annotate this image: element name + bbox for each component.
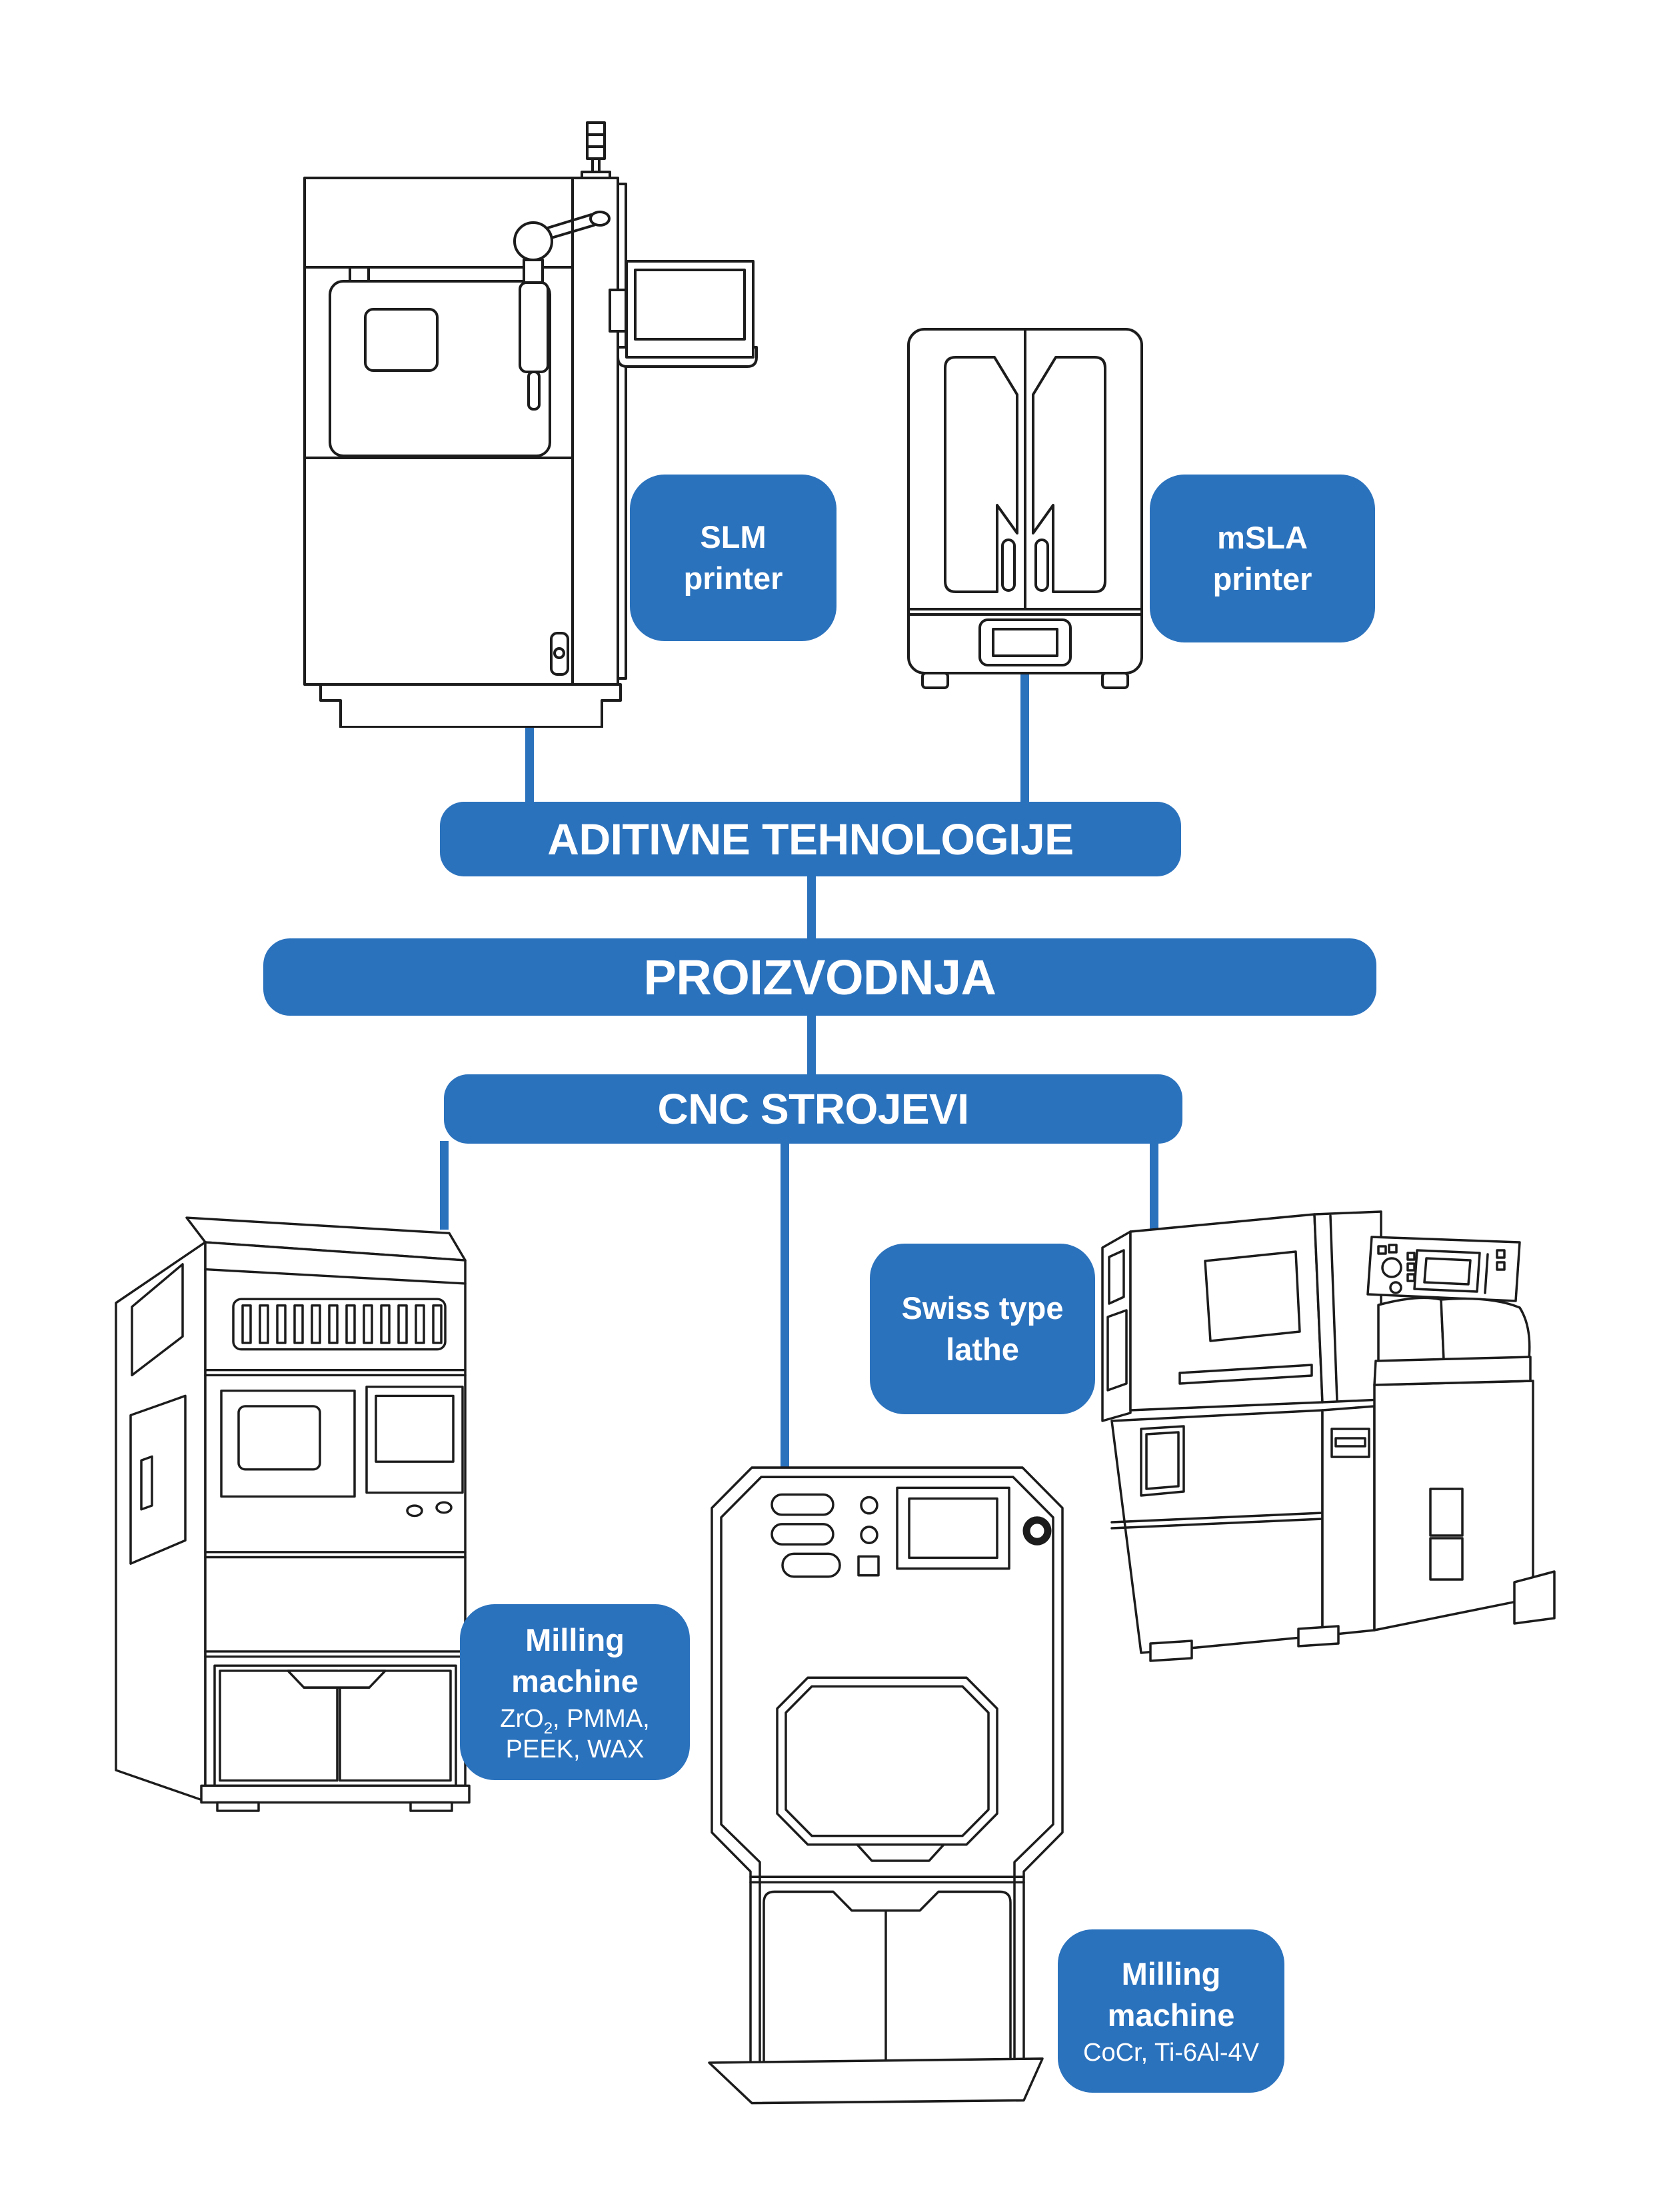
mill2-window — [776, 1676, 998, 1846]
swiss-cover-right — [1440, 1297, 1531, 1361]
slm-chamber-door — [329, 280, 551, 457]
msla-printer-illustration — [905, 327, 1145, 690]
slm-label-line1: SLM — [700, 519, 767, 554]
swiss-lathe-illustration — [1098, 1209, 1558, 1665]
label-slm-printer: SLM printer — [630, 475, 836, 641]
slm-chamber-window — [364, 308, 439, 372]
node-cnc-machines: CNC STROJEVI — [444, 1074, 1182, 1144]
connector-msla-to-additive — [1020, 674, 1029, 805]
msla-right-handle — [1034, 539, 1049, 592]
mill1-label-line2: machine — [511, 1663, 639, 1699]
node-production: PROIZVODNJA — [263, 938, 1376, 1016]
node-additive-label: ADITIVNE TEHNOLOGIJE — [547, 814, 1074, 864]
swiss-cover-left — [1377, 1296, 1445, 1364]
mill2-cabinet — [763, 1890, 1012, 2094]
mill2-indicator-pill — [771, 1493, 834, 1516]
mill1-materials-line2: PEEK, WAX — [505, 1735, 645, 1764]
msla-label-line2: printer — [1212, 561, 1312, 596]
connector-production-to-cnc — [807, 1014, 816, 1077]
connector-cnc-to-milling-zro2 — [440, 1141, 449, 1230]
mill2-label-line2: machine — [1107, 1997, 1235, 2033]
label-msla-printer: mSLA printer — [1150, 475, 1375, 642]
swiss-label-line1: Swiss type — [901, 1290, 1064, 1326]
connector-cnc-to-swiss-lathe — [1150, 1141, 1158, 1246]
connector-slm-to-additive — [525, 720, 534, 805]
slm-label-line2: printer — [683, 560, 783, 596]
msla-left-handle — [1001, 539, 1016, 592]
swiss-label-line2: lathe — [946, 1332, 1019, 1367]
msla-right-door — [1032, 356, 1106, 593]
node-additive-technologies: ADITIVNE TEHNOLOGIJE — [440, 802, 1181, 876]
msla-label-line1: mSLA — [1217, 519, 1308, 555]
mill2-base — [708, 2057, 1044, 2105]
swiss-panel-screen — [1423, 1257, 1472, 1286]
slm-base — [319, 683, 622, 728]
label-milling-zro2: Milling machine ZrO2, PMMA, PEEK, WAX — [460, 1604, 690, 1780]
connector-additive-to-production — [807, 874, 816, 941]
beacon-light-icon — [581, 121, 611, 180]
milling-machine-zro2-illustration — [105, 1200, 479, 1813]
label-milling-cocr: Milling machine CoCr, Ti-6Al-4V — [1058, 1929, 1284, 2093]
mill2-power-button — [1022, 1516, 1052, 1546]
mill1-materials-line1: ZrO2, PMMA, — [500, 1704, 650, 1737]
connector-cnc-to-milling-cocr — [781, 1141, 789, 1486]
slm-printer-illustration — [302, 121, 769, 728]
mill2-label-line1: Milling — [1121, 1956, 1221, 1992]
mill1-label-line1: Milling — [525, 1622, 625, 1658]
msla-left-door — [944, 356, 1018, 593]
slm-tower — [571, 177, 619, 686]
mill2-materials: CoCr, Ti-6Al-4V — [1083, 2039, 1259, 2067]
node-cnc-label: CNC STROJEVI — [657, 1085, 969, 1133]
milling-machine-cocr-illustration — [708, 1464, 1066, 2130]
mill1-base — [200, 1784, 471, 1804]
swiss-door-handle — [1178, 1364, 1313, 1385]
node-production-label: PROIZVODNJA — [643, 949, 996, 1005]
label-swiss-lathe: Swiss type lathe — [870, 1244, 1095, 1414]
slm-arm-joint — [513, 221, 553, 261]
swiss-door-window — [1204, 1250, 1301, 1342]
